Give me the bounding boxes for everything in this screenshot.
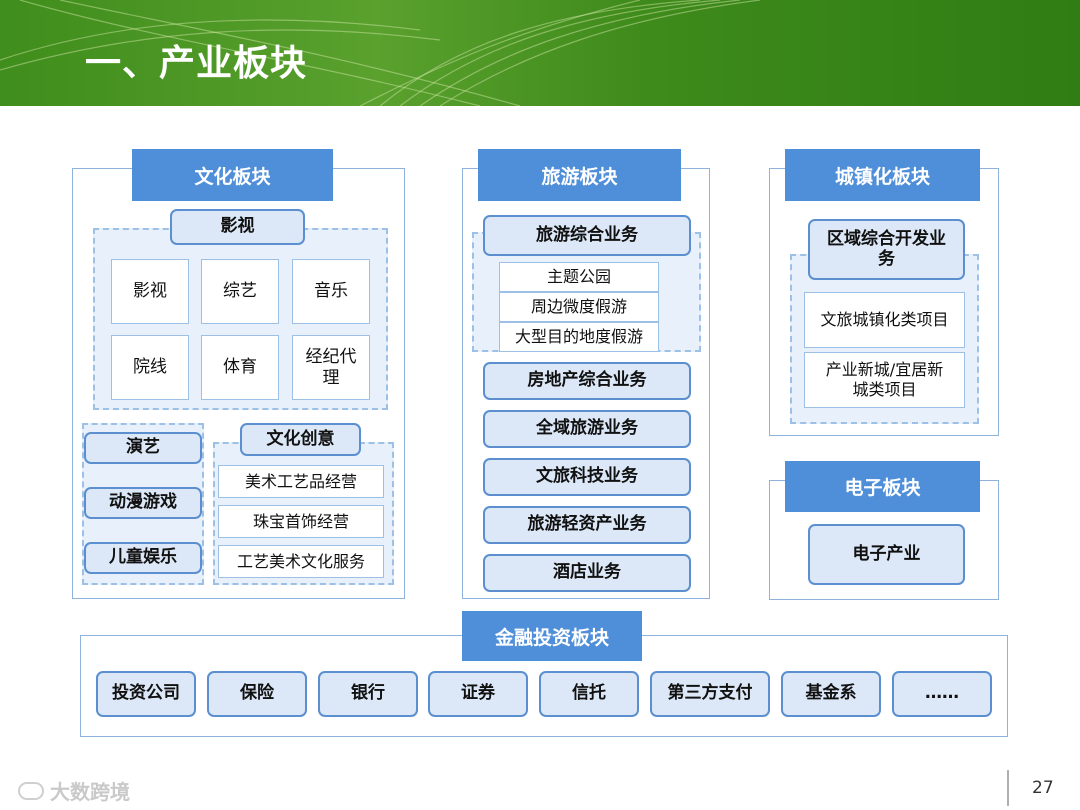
integrated-group-label: 旅游综合业务 [483,215,691,256]
page-number: 27 [1032,778,1054,798]
finance-item: 证券 [428,671,528,717]
decorative-swirl [0,0,761,106]
tourism-business: 文旅科技业务 [483,458,691,496]
creative-item: 珠宝首饰经营 [218,505,384,538]
finance-item: 保险 [207,671,307,717]
tourism-business: 全域旅游业务 [483,410,691,448]
film-group-label: 影视 [170,209,305,245]
finance-item: 投资公司 [96,671,196,717]
creative-item: 工艺美术文化服务 [218,545,384,578]
film-item: 体育 [201,335,279,400]
integrated-item: 周边微度假游 [499,292,659,322]
finance-item: 基金系 [781,671,881,717]
finance-item: 第三方支付 [650,671,770,717]
header-banner [0,0,1080,106]
integrated-item: 大型目的地度假游 [499,322,659,352]
regional-item: 文旅城镇化类项目 [804,292,965,348]
film-item: 经纪代理 [292,335,370,400]
film-item: 音乐 [292,259,370,324]
culture-left-item: 动漫游戏 [84,487,202,519]
integrated-item: 主题公园 [499,262,659,292]
creative-group-label: 文化创意 [240,423,361,456]
culture-panel-title: 文化板块 [132,149,333,201]
film-item: 影视 [111,259,189,324]
regional-item: 产业新城/宜居新城类项目 [804,352,965,408]
tourism-business: 房地产综合业务 [483,362,691,400]
page-number-divider [1007,770,1009,806]
tourism-business: 旅游轻资产业务 [483,506,691,544]
tourism-panel-title: 旅游板块 [478,149,681,201]
page-title: 一、产业板块 [85,43,308,84]
electronics-panel-title: 电子板块 [785,461,980,512]
watermark-text: 大数跨境 [50,780,130,804]
electronics-item: 电子产业 [808,524,965,585]
film-item: 综艺 [201,259,279,324]
urban-panel-title: 城镇化板块 [785,149,980,201]
culture-left-item: 演艺 [84,432,202,464]
film-item: 院线 [111,335,189,400]
creative-item: 美术工艺品经营 [218,465,384,498]
finance-item: 信托 [539,671,639,717]
watermark-logo-icon [18,781,44,800]
tourism-business: 酒店业务 [483,554,691,592]
watermark: 大数跨境 [18,776,130,805]
regional-group-label: 区域综合开发业务 [808,219,965,280]
finance-item: …… [892,671,992,717]
culture-left-item: 儿童娱乐 [84,542,202,574]
finance-item: 银行 [318,671,418,717]
finance-panel-title: 金融投资板块 [462,611,642,661]
